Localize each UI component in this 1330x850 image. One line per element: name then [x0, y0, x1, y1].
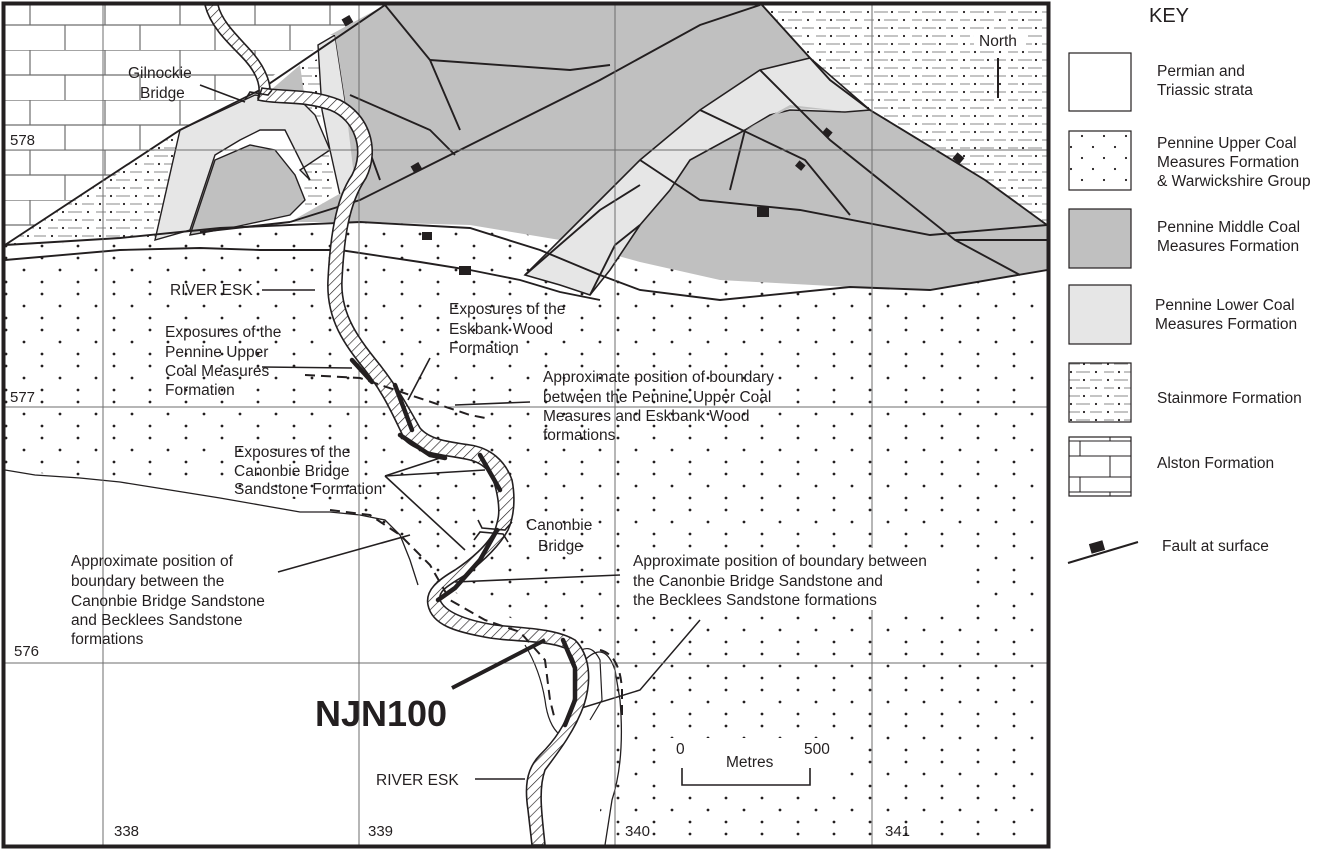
svg-text:Canonbie Bridge Sandstone: Canonbie Bridge Sandstone	[71, 593, 265, 610]
svg-text:Bridge: Bridge	[140, 85, 185, 102]
svg-text:Metres: Metres	[726, 754, 774, 771]
legend-item-alston: Alston Formation	[1068, 436, 1274, 497]
swatch-permian	[1068, 52, 1132, 112]
swatch-lower-coal	[1068, 284, 1132, 345]
legend: KEY Permian and Triassic strata Pennine …	[1067, 5, 1311, 564]
north-label: North	[979, 33, 1017, 50]
bridges	[244, 89, 513, 543]
svg-text:Measures Formation: Measures Formation	[1155, 316, 1297, 333]
stainmore-region-right	[762, 5, 1047, 225]
legend-title: KEY	[1149, 5, 1189, 27]
swatch-upper-coal	[1068, 130, 1132, 191]
approximate-boundaries	[304, 374, 623, 721]
grid-lines	[5, 5, 1047, 845]
svg-text:boundary between the: boundary between the	[71, 573, 224, 590]
northing-label-576: 576	[14, 643, 39, 660]
svg-text:Exposures of the: Exposures of the	[449, 301, 565, 318]
swatch-middle-coal	[1068, 208, 1132, 269]
svg-text:Stainmore Formation: Stainmore Formation	[1157, 390, 1302, 407]
svg-text:Pennine Upper: Pennine Upper	[165, 344, 268, 361]
svg-text:formations: formations	[71, 631, 144, 648]
easting-label-341: 341	[885, 823, 910, 840]
svg-text:Measures Formation: Measures Formation	[1157, 238, 1299, 255]
svg-text:between the Pennine Upper Coal: between the Pennine Upper Coal	[543, 389, 771, 406]
svg-text:Pennine Lower Coal: Pennine Lower Coal	[1155, 297, 1295, 314]
svg-text:Bridge: Bridge	[538, 538, 583, 555]
legend-item-upper-coal: Pennine Upper Coal Measures Formation & …	[1068, 130, 1311, 191]
canonbie-bridge-label: Canonbie Bridge	[526, 517, 592, 555]
svg-text:and Becklees Sandstone: and Becklees Sandstone	[71, 612, 242, 629]
svg-text:Alston Formation: Alston Formation	[1157, 455, 1274, 472]
svg-text:the Canonbie Bridge Sandstone: the Canonbie Bridge Sandstone and	[633, 573, 883, 590]
geological-boundaries	[5, 5, 1047, 845]
svg-text:Canonbie Bridge: Canonbie Bridge	[234, 463, 349, 480]
svg-text:& Warwickshire Group: & Warwickshire Group	[1157, 173, 1311, 190]
svg-text:500: 500	[804, 741, 830, 758]
gilnockie-bridge-label: Gilnockie Bridge	[128, 65, 192, 102]
swatch-stainmore	[1068, 362, 1132, 423]
svg-text:Exposures of the: Exposures of the	[165, 324, 281, 341]
easting-label-338: 338	[114, 823, 139, 840]
annotation-upper-coal-exposures: Exposures of the Pennine Upper Coal Meas…	[165, 324, 281, 399]
svg-text:Formation: Formation	[449, 340, 519, 357]
svg-text:formations: formations	[543, 427, 616, 444]
annotation-upper-eskbank-boundary: Approximate position of boundary between…	[543, 369, 774, 444]
svg-text:Pennine Upper Coal: Pennine Upper Coal	[1157, 135, 1297, 152]
fault-markers	[341, 15, 965, 275]
svg-text:Sandstone Formation: Sandstone Formation	[234, 481, 382, 498]
annotation-canonbie-becklees-boundary-left: Approximate position of boundary between…	[71, 553, 265, 648]
svg-text:Measures Formation: Measures Formation	[1157, 154, 1299, 171]
svg-text:Eskbank Wood: Eskbank Wood	[449, 321, 553, 338]
svg-text:Exposures of the: Exposures of the	[234, 444, 350, 461]
svg-text:Approximate position of: Approximate position of	[71, 553, 234, 570]
river-esk-label-lower: RIVER ESK	[376, 772, 459, 789]
river-esk-main	[256, 87, 590, 845]
northing-label-577: 577	[10, 389, 35, 406]
svg-text:0: 0	[676, 741, 685, 758]
svg-text:the Becklees Sandstone formati: the Becklees Sandstone formations	[633, 592, 877, 609]
map-area	[5, 5, 1047, 845]
svg-text:Canonbie: Canonbie	[526, 517, 592, 534]
upper-coal-region	[5, 222, 1047, 845]
annotation-canonbie-exposures: Exposures of the Canonbie Bridge Sandsto…	[234, 444, 382, 498]
scale-bar: 0 500 Metres	[670, 738, 840, 790]
svg-text:Gilnockie: Gilnockie	[128, 65, 192, 82]
svg-text:Measures and Eskbank Wood: Measures and Eskbank Wood	[543, 408, 750, 425]
annotation-eskbank-exposures: Exposures of the Eskbank Wood Formation	[449, 301, 565, 357]
middle-coal-region-west	[188, 144, 306, 236]
svg-text:Approximate position of bounda: Approximate position of boundary between	[633, 553, 927, 570]
legend-item-lower-coal: Pennine Lower Coal Measures Formation	[1068, 284, 1297, 345]
river-esk-label-upper: RIVER ESK	[170, 282, 253, 299]
svg-text:Formation: Formation	[165, 382, 235, 399]
map-frame	[1, 1, 1051, 849]
easting-label-339: 339	[368, 823, 393, 840]
fault-line-icon	[1067, 541, 1139, 564]
legend-item-stainmore: Stainmore Formation	[1068, 362, 1302, 423]
site-label-njn100: NJN100	[315, 693, 447, 734]
legend-item-permian: Permian and Triassic strata	[1068, 52, 1253, 112]
swatch-alston	[1068, 436, 1132, 497]
annotation-canonbie-becklees-boundary-right: Approximate position of boundary between…	[630, 548, 970, 610]
northing-label-578: 578	[10, 132, 35, 149]
svg-text:Coal Measures: Coal Measures	[165, 363, 269, 380]
legend-item-middle-coal: Pennine Middle Coal Measures Formation	[1068, 208, 1300, 269]
svg-text:Approximate position of bounda: Approximate position of boundary	[543, 369, 774, 386]
svg-text:Fault at surface: Fault at surface	[1162, 538, 1269, 555]
legend-item-fault: Fault at surface	[1067, 538, 1269, 564]
svg-text:Permian and: Permian and	[1157, 63, 1245, 80]
easting-label-340: 340	[625, 823, 650, 840]
svg-text:Pennine Middle Coal: Pennine Middle Coal	[1157, 219, 1300, 236]
svg-text:Triassic strata: Triassic strata	[1157, 82, 1253, 99]
leader-lines	[199, 84, 621, 780]
